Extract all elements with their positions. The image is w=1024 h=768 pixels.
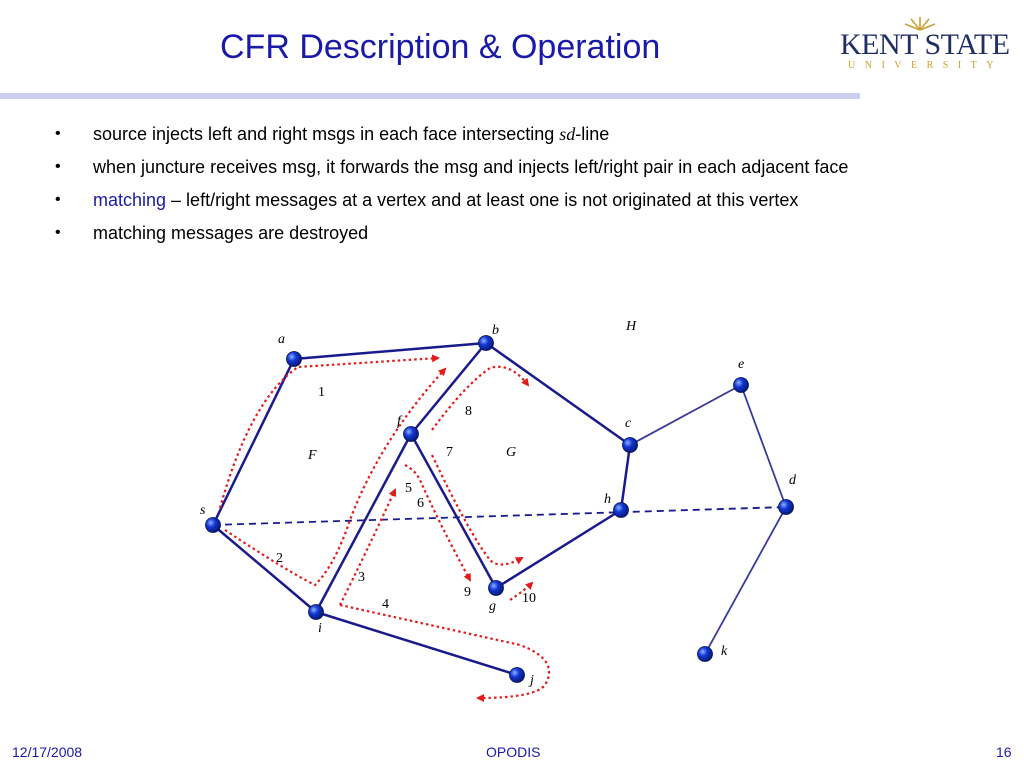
bullet-text: when juncture receives msg, it forwards … [93, 157, 849, 177]
vertex-j [509, 667, 525, 683]
vertex-e [733, 377, 749, 393]
face-label-H: H [625, 319, 637, 334]
edge-b-f [409, 341, 488, 436]
vertex-d [778, 499, 794, 515]
footer-conference: OPODIS [486, 744, 541, 760]
slide-title: CFR Description & Operation [220, 28, 661, 66]
bullet-marker: • [55, 191, 61, 208]
vertex-h [613, 502, 629, 518]
edge-h-g [494, 508, 623, 590]
bullet-text: matching messages are destroyed [93, 223, 369, 243]
vertex-label-a: a [278, 332, 285, 347]
bullet-item: • when juncture receives msg, it forward… [55, 155, 955, 179]
vertex-label-b: b [492, 323, 499, 338]
step-label-7: 7 [446, 445, 453, 460]
step-label-2: 2 [276, 551, 283, 566]
vertex-label-g: g [489, 599, 496, 614]
bullet-text: – left/right messages at a vertex and at… [166, 190, 799, 210]
vertex-label-j: j [528, 673, 534, 688]
edge-d-k [704, 506, 787, 655]
bullet-list: • source injects left and right msgs in … [55, 122, 955, 254]
vertex-label-s: s [200, 503, 206, 518]
message-path-5 [404, 464, 471, 582]
message-path-8 [431, 365, 530, 431]
sd-line [212, 506, 787, 526]
vertex-f [403, 426, 419, 442]
bullet-text-italic: sd [559, 124, 576, 144]
edge-c-e [629, 384, 742, 446]
vertex-k [697, 646, 713, 662]
step-label-4: 4 [382, 597, 389, 612]
vertex-label-k: k [721, 644, 728, 659]
message-path-7 [431, 454, 524, 566]
step-label-3: 3 [358, 570, 365, 585]
edge-s-a [211, 357, 296, 527]
vertex-label-i: i [318, 621, 322, 636]
bullet-marker: • [55, 125, 61, 142]
logo-main-text: KENT STATE [840, 28, 1010, 61]
footer-page-number: 16 [996, 744, 1012, 760]
logo-sub-text: UNIVERSITY [848, 60, 1003, 71]
message-path-2 [224, 367, 447, 587]
edge-i-j [314, 610, 519, 677]
step-label-10: 10 [522, 591, 536, 606]
bullet-item: • matching – left/right messages at a ve… [55, 188, 955, 212]
vertex-b [478, 335, 494, 351]
kent-state-logo: KENT STATE UNIVERSITY [840, 17, 1010, 72]
vertex-label-f: f [397, 414, 403, 429]
footer-date: 12/17/2008 [12, 744, 83, 760]
vertex-g [488, 580, 504, 596]
bullet-text: source injects left and right msgs in ea… [93, 124, 560, 144]
title-underline [0, 93, 860, 99]
bullet-item: • source injects left and right msgs in … [55, 122, 955, 146]
vertex-s [205, 517, 221, 533]
edge-e-d [740, 384, 787, 508]
message-path-4 [339, 603, 551, 702]
vertex-c [622, 437, 638, 453]
edge-b-c [484, 341, 632, 447]
bullet-marker: • [55, 158, 61, 175]
vertex-label-e: e [738, 357, 744, 372]
vertex-i [308, 604, 324, 620]
bullet-highlight: matching [93, 190, 167, 210]
vertex-label-d: d [789, 473, 797, 488]
face-label-F: F [307, 448, 317, 463]
step-label-6: 6 [417, 496, 424, 511]
bullet-marker: • [55, 224, 61, 241]
vertex-label-h: h [604, 492, 611, 507]
step-label-5: 5 [405, 481, 412, 496]
bullet-item: • matching messages are destroyed [55, 221, 955, 245]
edge-c-h [619, 443, 632, 512]
face-label-G: G [506, 445, 516, 460]
edge-s-i [211, 523, 318, 614]
sun-icon [904, 17, 936, 31]
edge-a-b [292, 341, 488, 361]
step-label-8: 8 [465, 404, 472, 419]
message-path-1 [218, 354, 440, 509]
message-path-3 [339, 488, 397, 606]
vertex-label-c: c [625, 416, 632, 431]
bullet-text-suffix: -line [575, 124, 610, 144]
edge-f-g [409, 432, 498, 590]
edge-f-i [314, 432, 413, 614]
step-label-1: 1 [318, 385, 325, 400]
step-label-9: 9 [464, 585, 471, 600]
vertex-a [286, 351, 302, 367]
